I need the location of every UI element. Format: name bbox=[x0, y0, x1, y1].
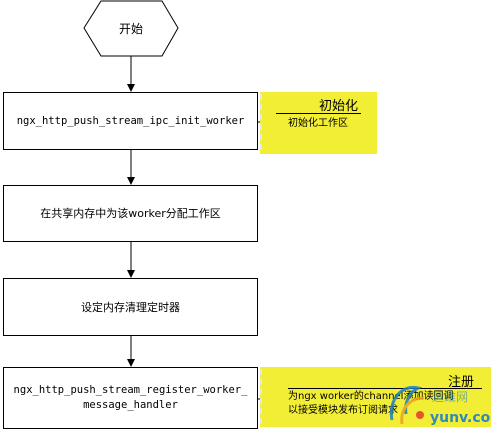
note-register-body-line1: 为ngx worker的channel添加读回调 bbox=[288, 391, 454, 402]
note-register-rule bbox=[288, 388, 482, 389]
step-register-handler: ngx_http_push_stream_register_worker_ me… bbox=[3, 367, 258, 429]
start-hexagon bbox=[83, 0, 179, 57]
step-set-cleanup-timer: 设定内存清理定时器 bbox=[3, 278, 258, 336]
note-init-title: 初始化 bbox=[319, 99, 359, 114]
step-allocate-workspace: 在共享内存中为该worker分配工作区 bbox=[3, 185, 258, 242]
note-init-body: 初始化工作区 bbox=[288, 118, 348, 129]
note-init-dashes bbox=[260, 94, 268, 150]
note-register-title: 注册 bbox=[448, 375, 475, 390]
watermark-text: yunv.com bbox=[430, 410, 491, 426]
note-register-dashes bbox=[260, 369, 268, 424]
watermark-brand: 运维网 bbox=[432, 390, 469, 404]
note-init: 初始化 初始化工作区 bbox=[260, 92, 377, 154]
note-init-rule bbox=[276, 113, 361, 114]
note-register-body-line2: 以接受模块发布订阅请求 bbox=[288, 405, 398, 416]
start-label: 开始 bbox=[118, 22, 143, 36]
step-init-worker: ngx_http_push_stream_ipc_init_worker bbox=[3, 92, 258, 150]
note-register: 注册 为ngx worker的channel添加读回调 以接受模块发布订阅请求 bbox=[260, 367, 491, 427]
